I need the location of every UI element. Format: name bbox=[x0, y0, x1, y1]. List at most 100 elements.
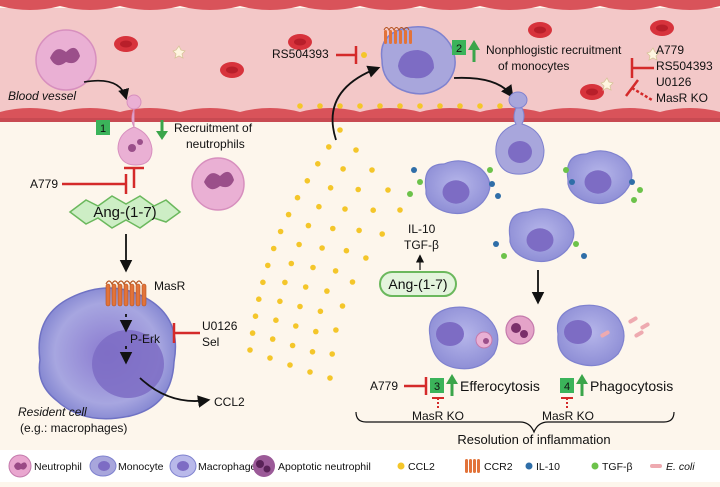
ccl2-dot bbox=[260, 279, 266, 286]
legend-item: E. coli bbox=[650, 461, 695, 473]
ccl2-dot bbox=[252, 313, 259, 320]
il10-dot bbox=[629, 179, 635, 185]
legend-item: Apoptotic neutrophil bbox=[253, 455, 371, 477]
right-masrko-bar bbox=[625, 79, 639, 97]
arrow-neutrophil-down bbox=[83, 79, 130, 101]
transmigrating-neutrophil bbox=[117, 94, 153, 166]
macrophage-icon bbox=[169, 454, 197, 478]
ccl2-dot bbox=[294, 194, 301, 201]
ccl2-dot bbox=[417, 103, 423, 109]
legend-label: E. coli bbox=[666, 461, 695, 473]
legend-label: TGF-β bbox=[602, 461, 633, 473]
legend-item: IL-10 bbox=[525, 461, 560, 473]
tgfb-dot-icon bbox=[591, 462, 599, 470]
ccl2-dot bbox=[330, 225, 336, 232]
step-2-number: 2 bbox=[456, 43, 462, 55]
ang17-star: Ang-(1-7) bbox=[68, 195, 182, 229]
ccl2-label: CCL2 bbox=[214, 395, 245, 409]
resident-macrophage bbox=[38, 287, 177, 420]
legend-item: CCR2 bbox=[465, 459, 513, 473]
tgfb-dot bbox=[407, 191, 413, 197]
ccr2-receptor-on-monocyte bbox=[383, 27, 412, 44]
ccl2-dot bbox=[324, 288, 330, 294]
ccl2-dot bbox=[343, 247, 350, 254]
blood-vessel-label: Blood vessel bbox=[8, 89, 76, 103]
arrow-to-ccl2 bbox=[139, 377, 211, 408]
ccl2-gradient bbox=[247, 103, 523, 381]
resident-cell-example: (e.g.: macrophages) bbox=[20, 421, 127, 435]
ccl2-dot bbox=[309, 349, 316, 355]
ccl2-dot bbox=[270, 245, 277, 252]
endothelial-cell bbox=[60, 0, 120, 10]
endothelium-bottom bbox=[0, 108, 720, 122]
monocyte-icon bbox=[89, 455, 117, 477]
endothelial-cell bbox=[540, 0, 600, 10]
perk-label: P-Erk bbox=[130, 332, 161, 346]
step-3-box bbox=[430, 378, 444, 393]
up-arrow-head bbox=[468, 40, 480, 50]
masr-receptor-icon bbox=[105, 280, 147, 307]
step-4-number: 4 bbox=[564, 381, 570, 393]
ccl2-dot bbox=[369, 167, 375, 173]
endothelium-top bbox=[0, 0, 720, 10]
resolution-label: Resolution of inflammation bbox=[457, 432, 610, 447]
ccl2-dot bbox=[317, 308, 324, 315]
rs504393-left: RS504393 bbox=[272, 47, 329, 61]
endothelial-cell bbox=[420, 0, 480, 10]
ccl2-dot bbox=[247, 347, 253, 353]
tgfb-dot bbox=[417, 179, 423, 185]
legend-label: Monocyte bbox=[118, 461, 164, 473]
il10-label: IL-10 bbox=[408, 222, 436, 236]
ccl2-dot bbox=[277, 228, 284, 235]
ccl2-dot bbox=[288, 260, 295, 267]
endothelial-cell bbox=[660, 0, 720, 10]
ccl2-dot bbox=[357, 103, 363, 109]
ccl2-dot bbox=[319, 245, 325, 251]
step-4-text: Phagocytosis bbox=[590, 378, 673, 394]
ccl2-dot bbox=[273, 317, 279, 324]
endothelial-cell bbox=[540, 108, 600, 118]
il10-dot bbox=[493, 241, 499, 247]
ccl2-dot bbox=[302, 284, 309, 290]
endothelial-cell bbox=[120, 108, 180, 118]
il10-dot bbox=[489, 181, 495, 187]
ccl2-dot bbox=[342, 206, 348, 212]
ccl2-dot bbox=[296, 241, 302, 248]
step-4-box bbox=[560, 378, 574, 393]
ccl2-dot bbox=[297, 303, 303, 310]
apoptotic-neutrophil bbox=[505, 315, 535, 345]
ccl2-dot bbox=[497, 103, 503, 109]
endothelial-cell bbox=[300, 108, 360, 118]
endothelial-cell bbox=[60, 108, 120, 118]
u0126-left: U0126 bbox=[202, 319, 238, 333]
endothelial-cell bbox=[420, 108, 480, 118]
apoptotic-neutrophil-icon bbox=[253, 455, 275, 477]
ccl2-dot bbox=[329, 351, 336, 357]
ccl2-dot bbox=[379, 231, 386, 237]
endothelial-cell bbox=[240, 108, 300, 118]
ccl2-dot bbox=[397, 207, 403, 213]
masrko-3-label: MasR KO bbox=[412, 409, 464, 423]
tgfb-dot bbox=[637, 187, 643, 193]
ccl2-dot bbox=[289, 342, 296, 349]
ccl2-dot bbox=[316, 203, 322, 210]
masrko-4-label: MasR KO bbox=[542, 409, 594, 423]
ccl2-dot bbox=[339, 303, 346, 309]
ccr2-receptor-icon bbox=[465, 459, 480, 473]
ccl2-dot bbox=[337, 127, 343, 133]
ccl2-dot bbox=[315, 161, 321, 167]
endothelial-cell bbox=[240, 0, 300, 10]
a779-left: A779 bbox=[30, 177, 58, 191]
ccl2-dot bbox=[317, 103, 323, 109]
ccl2-dot bbox=[307, 369, 313, 375]
ccl2-dot bbox=[363, 255, 369, 261]
ccl2-dot bbox=[304, 178, 311, 184]
ccl2-dot-small bbox=[361, 52, 367, 58]
ecoli-icon bbox=[650, 464, 662, 468]
endothelial-cell bbox=[480, 0, 540, 10]
macrophage-cluster bbox=[424, 150, 633, 263]
up-arrow-head-3 bbox=[446, 374, 458, 384]
